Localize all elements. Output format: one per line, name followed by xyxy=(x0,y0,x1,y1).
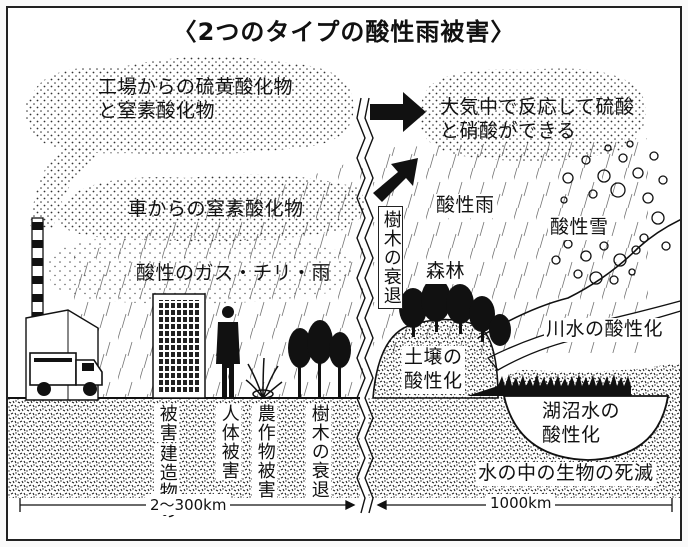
tree-decline-far-label: 樹木の衰退 xyxy=(378,206,403,309)
arrow-car-to-atmosphere xyxy=(373,158,418,202)
soil-acidification-line-1: 土壌の xyxy=(402,346,465,370)
car-emissions-label: 車からの窒素酸化物 xyxy=(128,198,304,220)
acid-snow-label: 酸性雪 xyxy=(548,216,611,240)
factory-chimney xyxy=(31,217,44,329)
acid-rain-label: 酸性雨 xyxy=(434,194,497,218)
scale-far-label: 1000km xyxy=(486,494,556,512)
aquatic-life-extinction-label: 水の中の生物の死滅 xyxy=(476,462,656,486)
distance-break-line xyxy=(356,97,366,514)
river-acidification-label: 川水の酸性化 xyxy=(544,318,666,342)
building-damage-line-2: 被害 xyxy=(154,404,179,442)
diagram-frame: 〈2つのタイプの酸性雨被害〉 工場からの硫黄酸化物 と窒素酸化物 大気中で反応し… xyxy=(6,6,682,541)
diagram-artwork xyxy=(8,56,680,514)
lake-basin xyxy=(502,395,670,461)
forest-trees xyxy=(399,278,511,346)
cloud-gas-dust xyxy=(48,234,353,305)
atmosphere-reaction-line-1: 大気中で反応して硫酸 xyxy=(440,96,635,118)
atmosphere-reaction-label: 大気中で反応して硫酸 と硝酸ができる xyxy=(440,96,634,144)
truck xyxy=(29,352,103,396)
person-figure xyxy=(216,306,240,398)
forest-label: 森林 xyxy=(424,260,468,284)
lake-acidification-line-2: 酸性化 xyxy=(542,423,601,446)
soil-acidification-line-2: 酸性化 xyxy=(402,369,465,394)
cloud-atmosphere xyxy=(419,68,646,162)
mountain-outline xyxy=(477,219,680,339)
cloud-car xyxy=(57,174,366,242)
near-trees xyxy=(288,320,351,398)
factory-emissions-line-2: と窒素酸化物 xyxy=(98,99,216,122)
arrow-to-atmosphere xyxy=(370,92,426,132)
ground-near xyxy=(8,398,360,498)
lake-acidification-label: 湖沼水の 酸性化 xyxy=(542,400,620,448)
crop-plant xyxy=(245,357,283,399)
lake-acidification-line-1: 湖沼水の xyxy=(542,400,621,422)
acid-snow-flakes xyxy=(551,140,671,285)
cloud-factory xyxy=(24,56,354,155)
human-damage-label: 人体被害 xyxy=(216,404,241,480)
tree-decline-near-label: 樹木の衰退 xyxy=(306,404,331,499)
acid-gas-dust-rain-label: 酸性のガス・チリ・雨 xyxy=(136,262,332,284)
scale-near-label: 2〜300km xyxy=(146,494,231,515)
scale-bar xyxy=(19,498,673,512)
diagram-title: 〈2つのタイプの酸性雨被害〉 xyxy=(172,18,516,46)
crop-damage-label: 農作物被害 xyxy=(252,404,277,499)
atmosphere-reaction-line-2: と硝酸ができる xyxy=(440,119,577,142)
office-building xyxy=(152,293,206,399)
soil-acidification-label: 土壌の 酸性化 xyxy=(402,346,465,394)
factory-emissions-line-1: 工場からの硫黄酸化物 xyxy=(98,76,294,98)
smoke-plume xyxy=(30,146,98,228)
factory-emissions-label: 工場からの硫黄酸化物 と窒素酸化物 xyxy=(98,76,293,124)
lake-reeds xyxy=(467,374,631,396)
